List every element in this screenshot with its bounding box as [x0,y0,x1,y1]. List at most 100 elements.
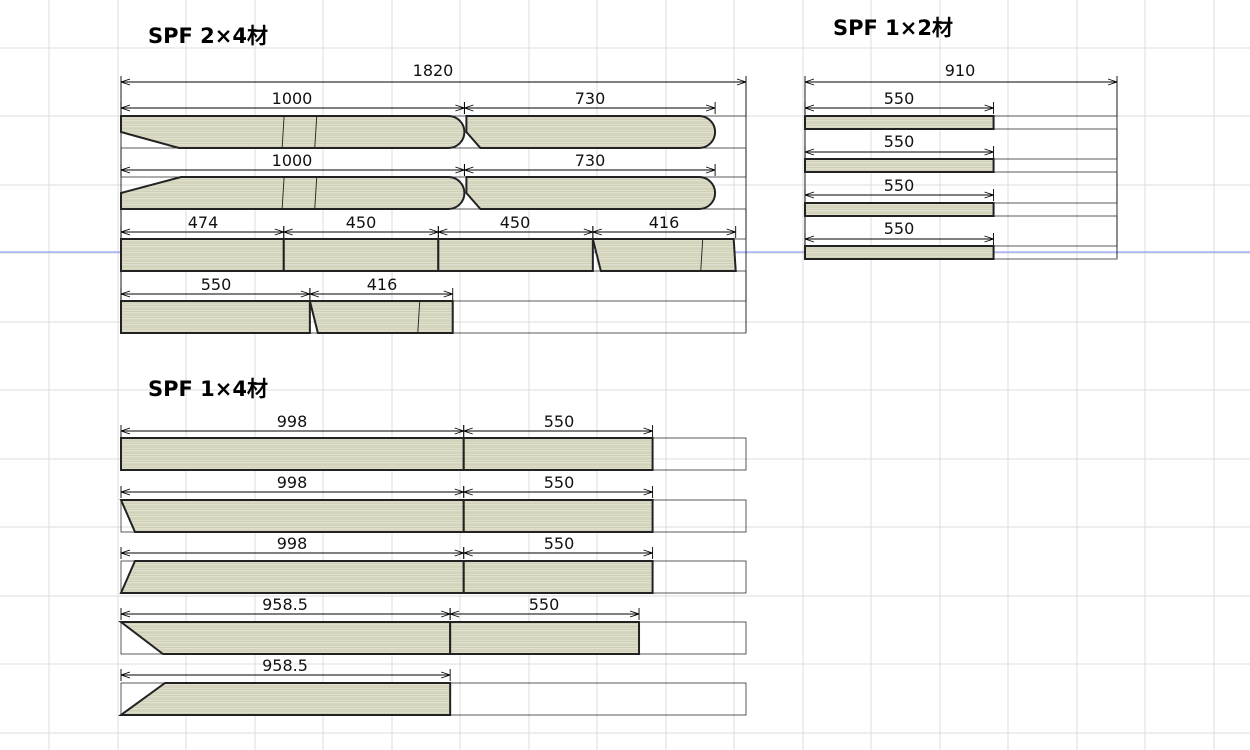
arrowhead-left [463,427,473,435]
arrowhead-right [984,235,994,243]
dimension-line [804,146,995,158]
arrowhead-left [804,235,815,243]
segment-length-label: 416 [649,213,680,232]
dimension-line [449,608,640,620]
dimension-line [592,226,737,238]
arrowhead-left [120,78,131,86]
segment-length-label: 1000 [272,151,313,170]
group-title: SPF 2×4材 [148,24,268,48]
arrowhead-right [984,148,994,156]
board-rows: 550 550 550 550 [804,89,1118,260]
segment-length-label: 450 [500,213,531,232]
segment-length-label: 550 [201,275,232,294]
arrowhead-right [643,549,653,557]
dimension-line [804,189,995,201]
segment-length-label: 550 [884,219,915,238]
stock-length-label: 910 [945,61,976,80]
segment-length-label: 550 [544,534,575,553]
arrowhead-left [309,290,320,298]
arrowhead-left [464,166,474,174]
arrowhead-right [726,228,736,236]
arrowhead-right [274,228,284,236]
segment-length-label: 1000 [272,89,313,108]
segment-length-label: 416 [367,275,398,294]
board-piece [437,238,594,272]
board-row: 1000 730 [120,151,747,210]
cut-mark [417,300,421,334]
dimension-line [120,669,451,681]
arrowhead-right [455,104,465,112]
board-piece [462,437,654,471]
arrowhead-left [463,488,473,496]
arrowhead-right [643,488,653,496]
board-piece [120,300,311,334]
board-piece [120,115,466,149]
board-piece [465,115,717,149]
board-row: 550 416 [120,275,747,334]
board-piece [120,176,466,210]
board-piece [282,238,440,272]
arrowhead-left [283,228,293,236]
segment-length-label: 550 [544,412,575,431]
arrowhead-right [455,166,465,174]
board-piece [462,560,654,594]
arrowhead-left [120,488,131,496]
arrowhead-left [450,610,460,618]
arrowhead-right [454,427,464,435]
dimension-line [804,233,995,245]
arrowhead-right [984,191,994,199]
segment-length-label: 730 [575,89,606,108]
cut-mark [700,238,704,272]
segment-length-label: 550 [884,132,915,151]
segment-length-label: 998 [277,473,308,492]
board-piece [120,238,285,272]
arrowhead-right [429,228,439,236]
group-title: SPF 1×2材 [833,16,953,40]
arrowhead-left [464,104,474,112]
segment-length-label: 730 [575,151,606,170]
arrowhead-right [705,166,716,174]
board-piece [449,621,641,655]
board-piece [804,245,995,260]
arrowhead-left [438,228,448,236]
cut-mark [281,115,285,149]
board-row: 550 [804,89,1118,130]
group-title: SPF 1×4材 [148,377,268,401]
board-piece [119,560,465,594]
arrowhead-right [705,104,716,112]
arrowhead-left [120,549,131,557]
dimension-line [120,608,451,620]
dimension-line [309,288,454,300]
board-piece [308,300,454,334]
segment-length-label: 550 [529,595,560,614]
cut-mark [281,176,285,210]
board-piece [118,621,452,655]
board-piece [804,158,995,173]
arrowhead-left [804,148,815,156]
cut-mark [314,115,318,149]
board-row: 550 [804,132,1118,173]
board-piece [120,437,465,471]
board-piece [804,202,995,217]
arrowhead-right [643,427,653,435]
arrowhead-left [804,104,815,112]
group-spf-1x2: SPF 1×2材 910 550 550 550 550 [804,16,1118,260]
dimension-line [120,486,465,498]
arrowhead-left [592,228,602,236]
segment-length-label: 998 [277,412,308,431]
arrowhead-left [120,228,131,236]
dimension-line [463,102,716,114]
board-row: 958.5 [117,656,747,716]
segment-length-label: 958.5 [262,656,308,675]
stock-length-label: 1820 [413,61,454,80]
board-row: 998 550 [120,412,747,471]
board-piece [804,115,995,130]
